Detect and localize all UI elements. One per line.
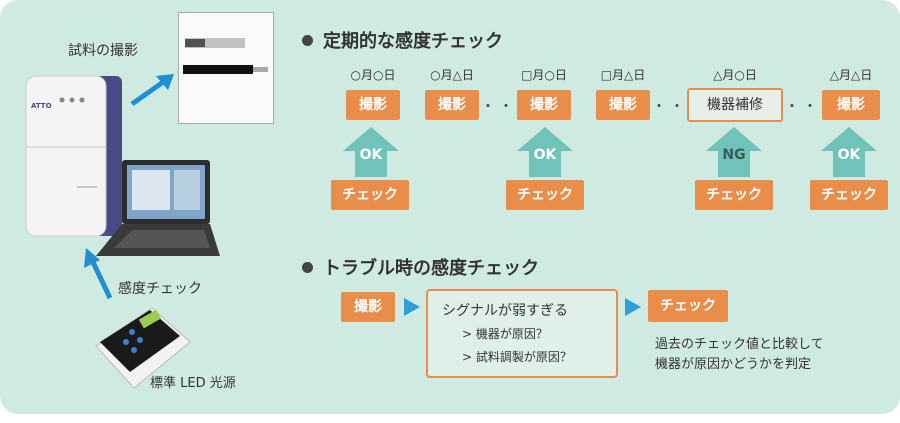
section1-title: 定期的な感度チェック [302, 27, 503, 53]
shoot-box-2: 撮影 [425, 90, 479, 120]
section2-title-text: トラブル時の感度チェック [323, 258, 539, 279]
bullet-dot-icon [302, 34, 313, 46]
cause-box: シグナルが弱すぎる > 機器が原因？ > 試料調製が原因？ [426, 289, 618, 378]
device-logo: ATTO [31, 102, 52, 110]
arrow-to-device-icon [84, 248, 113, 300]
play-arrow-icon [404, 298, 420, 316]
cause-line-sample: > 試料調製が原因？ [462, 350, 572, 364]
blot-image [178, 12, 274, 124]
sample-label: 試料の撮影 [68, 43, 138, 59]
ok-arrow-6: OK [821, 127, 877, 177]
shoot-box-6: 撮影 [822, 90, 880, 120]
ng-label-5: NG [722, 147, 746, 163]
date-1: ○月○日 [350, 68, 396, 82]
shoot-box-4: 撮影 [596, 90, 650, 120]
cause-box-title: シグナルが弱すぎる [442, 303, 568, 319]
shoot-box-3: 撮影 [517, 90, 571, 120]
repair-box: 機器補修 [687, 88, 783, 122]
led-light-source [90, 302, 194, 394]
note-line-2: 機器が原因かどうかを判定 [655, 357, 812, 372]
date-3: □月○日 [521, 68, 567, 82]
ok-arrow-3: OK [517, 127, 573, 177]
play-arrow-icon [625, 298, 641, 316]
ok-label-3: OK [533, 147, 557, 163]
ok-label-6: OK [837, 147, 861, 163]
date-6: △月△日 [829, 68, 873, 82]
check-box-6: チェック [810, 180, 888, 210]
laptop [92, 156, 220, 264]
ok-label-1: OK [359, 147, 383, 163]
note-line-1: 過去のチェック値と比較して [655, 337, 824, 352]
date-2: ○月△日 [430, 68, 474, 82]
section2-title: トラブル時の感度チェック [302, 254, 539, 280]
arrow-to-image-icon [130, 74, 174, 107]
ng-arrow-5: NG [706, 127, 762, 177]
imaging-device: ATTO [22, 72, 130, 242]
check-box-5: チェック [695, 180, 773, 210]
bullet-dot-icon [302, 261, 313, 273]
date-5: △月○日 [713, 68, 757, 82]
check-box-1: チェック [331, 180, 409, 210]
sensitivity-check-label: 感度チェック [118, 281, 202, 297]
check-box-3: チェック [506, 180, 584, 210]
ok-arrow-1: OK [343, 127, 399, 177]
trouble-check-box: チェック [648, 290, 728, 322]
section1-title-text: 定期的な感度チェック [323, 31, 503, 52]
led-source-label: 標準 LED 光源 [150, 376, 236, 391]
shoot-box-1: 撮影 [346, 90, 400, 120]
trouble-shoot-box: 撮影 [341, 292, 395, 322]
cause-line-device: > 機器が原因？ [462, 327, 548, 341]
date-4: □月△日 [600, 68, 646, 82]
